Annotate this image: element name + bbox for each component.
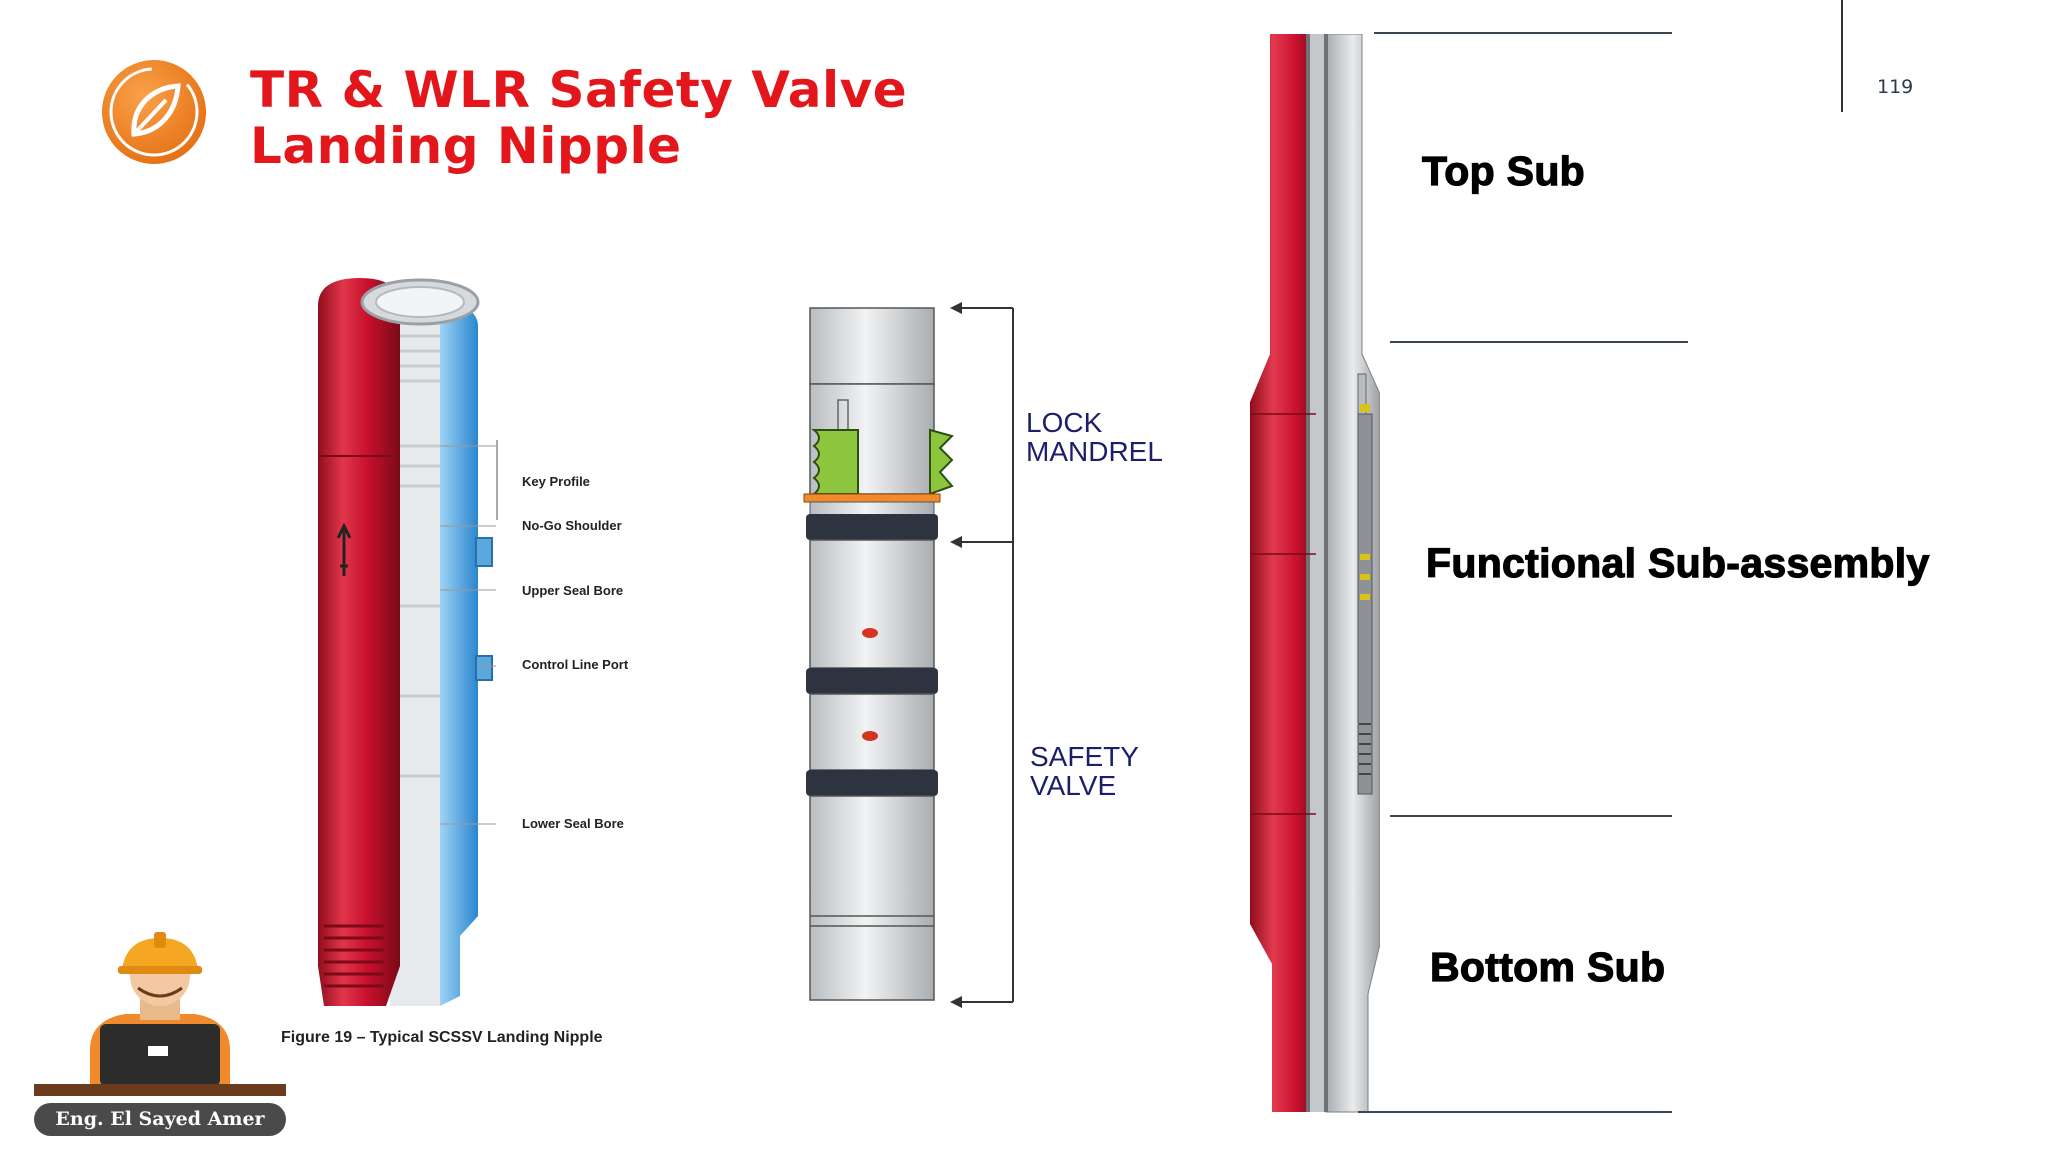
valve-assembly-diagram bbox=[1250, 34, 1380, 1113]
figure-caption: Figure 19 – Typical SCSSV Landing Nipple bbox=[281, 1029, 603, 1046]
page-divider bbox=[1841, 0, 1843, 112]
safety-valve-label: SAFETY VALVE bbox=[1030, 742, 1139, 800]
key-profile-bracket bbox=[496, 440, 498, 520]
lock-mandrel-label: LOCK MANDREL bbox=[1026, 408, 1163, 466]
author-badge: Eng. El Sayed Amer bbox=[34, 1103, 286, 1136]
safety-valve-line-2: VALVE bbox=[1030, 770, 1117, 801]
safety-valve-line-1: SAFETY bbox=[1030, 741, 1139, 772]
lock-mandrel-line-1: LOCK bbox=[1026, 407, 1103, 438]
callout-key-profile: Key Profile bbox=[522, 474, 590, 489]
leaf-logo-icon bbox=[102, 60, 206, 164]
callout-upper-seal-bore: Upper Seal Bore bbox=[522, 583, 624, 598]
page-number: 119 bbox=[1877, 76, 1914, 98]
label-top-sub: Top Sub bbox=[1421, 147, 1586, 194]
lock-mandrel-safety-valve-diagram bbox=[803, 302, 1014, 1008]
bottom-sub-rule bbox=[1390, 815, 1672, 817]
landing-nipple-diagram bbox=[318, 278, 496, 1006]
assembly-bottom-rule bbox=[1358, 1111, 1672, 1113]
top-sub-rule bbox=[1374, 32, 1672, 34]
callout-control-line-port: Control Line Port bbox=[522, 657, 629, 672]
label-functional-sub-assembly: Functional Sub-assembly bbox=[1425, 539, 1930, 586]
engineer-avatar-icon bbox=[34, 932, 286, 1096]
callout-lower-seal-bore: Lower Seal Bore bbox=[522, 816, 624, 831]
callout-no-go-shoulder: No-Go Shoulder bbox=[522, 518, 622, 533]
functional-sub-rule bbox=[1390, 341, 1688, 343]
lock-mandrel-line-2: MANDREL bbox=[1026, 436, 1163, 467]
label-bottom-sub: Bottom Sub bbox=[1429, 943, 1666, 990]
slide-title: TR & WLR Safety Valve Landing Nipple bbox=[250, 61, 908, 175]
